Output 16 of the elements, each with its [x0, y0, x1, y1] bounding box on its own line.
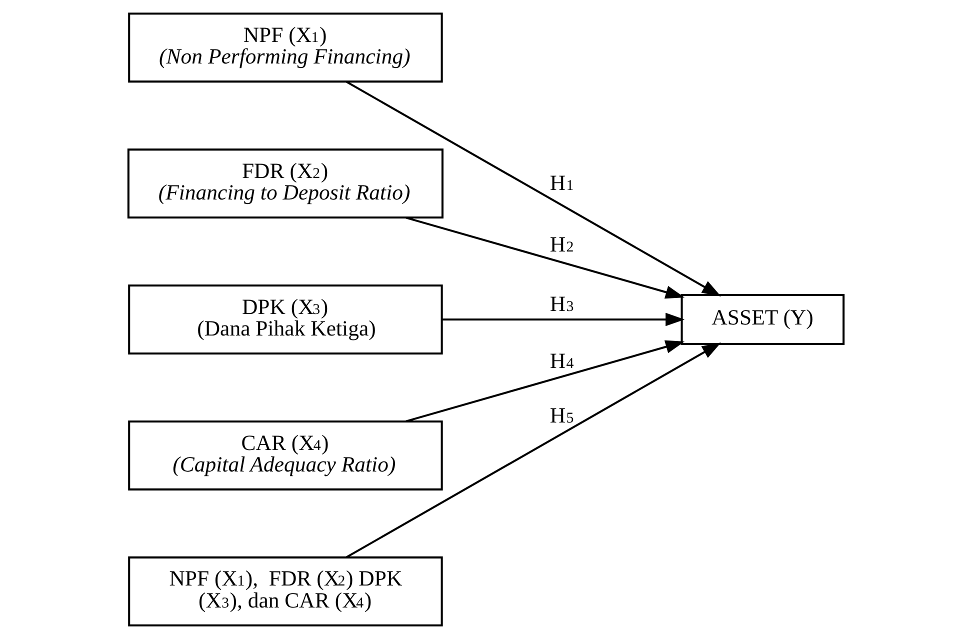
node-box: CAR (X4) (Capital Adequacy Ratio): [128, 420, 443, 490]
edge-label: H4: [550, 349, 574, 374]
edge-label: H2: [550, 232, 574, 256]
node-box: DPK (X3) (Dana Pihak Ketiga): [128, 284, 443, 354]
arrow: [346, 342, 722, 558]
arrow: [406, 216, 685, 299]
arrow: [442, 312, 685, 326]
arrow: [346, 80, 722, 296]
node-box: NPF (X1), FDR (X2) DPK (X3), dan CAR (X4): [128, 556, 443, 626]
edge-label: H3: [550, 292, 574, 316]
node-box: NPF (X1) (Non Performing Financing): [128, 12, 443, 83]
node-box: ASSET (Y): [680, 294, 845, 345]
edge-label: H5: [550, 404, 574, 428]
arrow: [406, 340, 685, 422]
edge-label: H1: [550, 171, 574, 196]
node-box: FDR (X2) (Financing to Deposit Ratio): [127, 148, 444, 219]
